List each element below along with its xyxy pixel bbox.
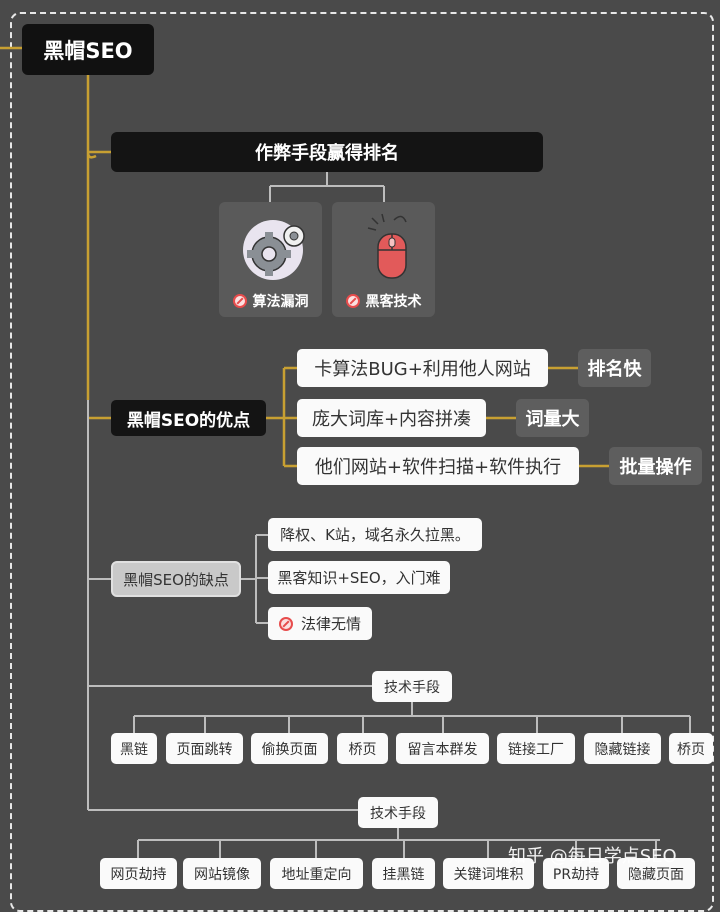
technique-item[interactable]: 关键词堆积 bbox=[443, 858, 534, 889]
advantage-item[interactable]: 庞大词库+内容拼凑 bbox=[297, 399, 486, 437]
hacker-tech-caption: 黑客技术 bbox=[332, 291, 435, 311]
technique-item[interactable]: 桥页 bbox=[337, 733, 388, 764]
root-node[interactable]: 黑帽SEO bbox=[22, 24, 154, 75]
advantage-tag[interactable]: 批量操作 bbox=[609, 447, 702, 485]
technique-item[interactable]: 链接工厂 bbox=[497, 733, 575, 764]
disadvantage-item[interactable]: 法律无情 bbox=[268, 607, 372, 640]
disadvantages-node[interactable]: 黑帽SEO的缺点 bbox=[111, 561, 241, 597]
advantage-item[interactable]: 他们网站+软件扫描+软件执行 bbox=[297, 447, 579, 485]
disadvantage-item[interactable]: 黑客知识+SEO，入门难 bbox=[268, 561, 450, 594]
advantages-node[interactable]: 黑帽SEO的优点 bbox=[111, 400, 266, 436]
technique-item[interactable]: 网站镜像 bbox=[183, 858, 261, 889]
technique-item[interactable]: 隐藏页面 bbox=[617, 858, 695, 889]
technique-item[interactable]: 页面跳转 bbox=[166, 733, 243, 764]
technique-item[interactable]: 挂黑链 bbox=[372, 858, 435, 889]
technique-item[interactable]: 黑链 bbox=[111, 733, 157, 764]
technique-item[interactable]: PR劫持 bbox=[543, 858, 609, 889]
technique-item[interactable]: 偷换页面 bbox=[251, 733, 328, 764]
algorithm-loophole-label: 算法漏洞 bbox=[252, 294, 309, 310]
advantage-item[interactable]: 卡算法BUG+利用他人网站 bbox=[297, 349, 548, 387]
technique-item[interactable]: 隐藏链接 bbox=[584, 733, 661, 764]
disadvantage-label: 法律无情 bbox=[300, 615, 361, 633]
connector-lines bbox=[0, 46, 691, 858]
gears-icon bbox=[243, 220, 305, 280]
mouse-icon bbox=[367, 213, 407, 279]
advantage-tag[interactable]: 排名快 bbox=[578, 349, 651, 387]
prohibited-icon bbox=[232, 294, 247, 308]
disadvantage-item[interactable]: 降权、K站，域名永久拉黑。 bbox=[268, 518, 482, 551]
technique-item[interactable]: 留言本群发 bbox=[396, 733, 489, 764]
technique-item[interactable]: 网页劫持 bbox=[100, 858, 177, 889]
algorithm-loophole-caption: 算法漏洞 bbox=[219, 291, 322, 311]
technique-item[interactable]: 地址重定向 bbox=[270, 858, 363, 889]
cheat-methods-node[interactable]: 作弊手段赢得排名 bbox=[111, 132, 543, 172]
zhihu-watermark: 知乎 @每日学点SEO bbox=[508, 846, 677, 867]
prohibited-icon bbox=[345, 294, 360, 308]
advantage-tag[interactable]: 词量大 bbox=[516, 399, 589, 437]
hacker-tech-label: 黑客技术 bbox=[365, 294, 422, 310]
technique-item[interactable]: 桥页 bbox=[669, 733, 713, 764]
technique-group-node[interactable]: 技术手段 bbox=[372, 671, 452, 702]
prohibited-icon bbox=[278, 616, 293, 631]
technique-group-node[interactable]: 技术手段 bbox=[358, 797, 438, 828]
algorithm-loophole-card[interactable]: 算法漏洞 bbox=[219, 202, 322, 317]
hacker-tech-card[interactable]: 黑客技术 bbox=[332, 202, 435, 317]
